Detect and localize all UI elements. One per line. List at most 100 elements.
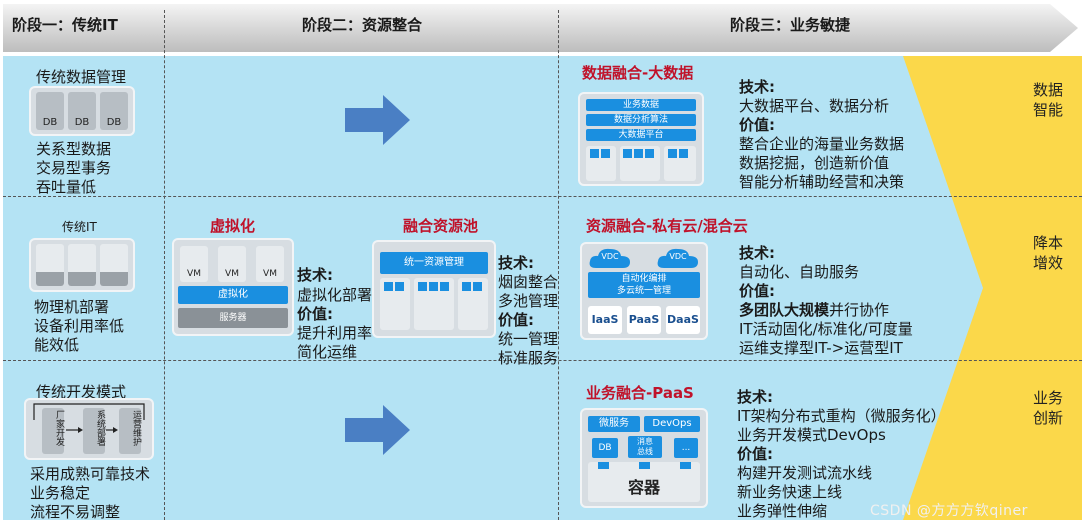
row3-right-title: 业务融合-PaaS xyxy=(586,384,694,402)
virt-value: 提升利用率 xyxy=(297,324,373,342)
row1-value-label: 价值: xyxy=(739,116,775,134)
row3-tech: IT架构分布式重构（微服务化） xyxy=(737,407,946,425)
bigdata-bar: 数据分析算法 xyxy=(586,114,696,126)
vdc-label: VDC xyxy=(669,252,687,261)
row3-value: 业务弹性伸缩 xyxy=(737,502,828,520)
server-block xyxy=(100,244,128,286)
virt-panel: VM VM VM 虚拟化 服务器 xyxy=(174,240,292,334)
virt-title: 虚拟化 xyxy=(210,217,256,235)
pool-square xyxy=(440,282,449,291)
server-panel xyxy=(31,240,133,290)
server-bar: 服务器 xyxy=(178,308,288,328)
row2-left-line: 设备利用率低 xyxy=(34,317,125,335)
flow-step-label: 厂家开发 xyxy=(54,410,64,446)
mq-line: 总线 xyxy=(637,447,653,456)
row2-left-line: 物理机部署 xyxy=(34,298,110,316)
db-cylinder: DB xyxy=(36,92,64,130)
divider-h1 xyxy=(3,196,1082,197)
stage1-label: 阶段一：传统IT xyxy=(12,16,118,34)
bigdata-bar: 大数据平台 xyxy=(586,129,696,141)
cloud-icon xyxy=(589,248,630,268)
row2-value: 多团队大规模并行协作 xyxy=(739,301,889,320)
watermark: CSDN @方方方钦qiner xyxy=(870,503,1028,519)
row3-value: 构建开发测试流水线 xyxy=(737,464,873,482)
virt-value-label: 价值: xyxy=(297,305,333,323)
node-square xyxy=(679,149,688,158)
right-arrow-icon xyxy=(345,95,410,145)
db-label: DB xyxy=(74,117,90,128)
virt-tech-label: 技术: xyxy=(297,266,333,284)
cloud-icon xyxy=(657,248,698,268)
side-text: 智能 xyxy=(1032,101,1063,119)
microservice-bar: 微服务 xyxy=(588,416,640,432)
row2-right-title: 资源融合-私有云/混合云 xyxy=(586,217,748,235)
pool-square xyxy=(462,282,471,291)
cloud-panel: VDC VDC 自动化编排 多云统一管理 IaaS PaaS DaaS xyxy=(582,244,706,338)
row3-value: 新业务快速上线 xyxy=(737,483,843,501)
virt-value: 简化运维 xyxy=(297,343,358,361)
pool-square xyxy=(384,282,393,291)
pool-tech: 多池管理 xyxy=(498,292,559,310)
bigdata-panel: 业务数据 数据分析算法 大数据平台 xyxy=(580,94,702,184)
node-square xyxy=(601,149,610,158)
row3-value-label: 价值: xyxy=(737,445,773,463)
stage3-label: 阶段三：业务敏捷 xyxy=(730,16,851,34)
row1-left-title: 传统数据管理 xyxy=(36,68,127,86)
pool-bar: 统一资源管理 xyxy=(380,252,488,274)
pool-tech: 烟囱整合 xyxy=(498,273,559,291)
daas-box: DaaS xyxy=(666,306,700,334)
side-text: 数据 xyxy=(1032,81,1063,99)
accent-wedge xyxy=(903,56,1082,520)
value-rest: 并行协作 xyxy=(829,301,890,319)
pool-value: 标准服务 xyxy=(498,349,559,367)
db-label: DB xyxy=(106,117,122,128)
vm-label: VM xyxy=(225,269,239,279)
paas-panel: 微服务 DevOps DB 消息 总线 ... 容器 xyxy=(582,410,706,506)
row3-left-title: 传统开发模式 xyxy=(36,383,127,401)
iaas-box: IaaS xyxy=(588,306,622,334)
row1-tech-label: 技术: xyxy=(739,78,775,96)
node-square xyxy=(645,149,654,158)
mq-box: 消息 总线 xyxy=(628,436,662,458)
flow-step: 系统部署 xyxy=(83,408,105,454)
right-arrow-icon xyxy=(345,405,410,455)
paas-box: PaaS xyxy=(627,306,661,334)
flow-step: 运营维护 xyxy=(119,408,141,454)
server-block xyxy=(36,244,64,286)
header-arrow xyxy=(3,4,1078,52)
db-cylinder: DB xyxy=(100,92,128,130)
content-band xyxy=(3,56,1013,520)
orch-line: 自动化编排 xyxy=(621,274,667,284)
side-text: 业务 xyxy=(1032,389,1063,407)
pool-value: 统一管理 xyxy=(498,330,559,348)
row2-side-label: 降本 增效 xyxy=(1028,233,1068,273)
virt-tech: 虚拟化部署 xyxy=(297,286,373,304)
row3-left-line: 采用成熟可靠技术 xyxy=(30,465,151,483)
pool-square xyxy=(395,282,404,291)
row1-value: 整合企业的海量业务数据 xyxy=(739,135,905,153)
pool-square xyxy=(429,282,438,291)
orch-line: 多云统一管理 xyxy=(616,286,671,296)
row1-value: 数据挖掘，创造新价值 xyxy=(739,154,890,172)
node-square xyxy=(590,149,599,158)
vm-block: VM xyxy=(218,246,246,282)
row2-value: 运维支撑型IT->运营型IT xyxy=(739,339,903,357)
row2-value: IT活动固化/标准化/可度量 xyxy=(739,320,913,338)
row3-tech: 业务开发模式DevOps xyxy=(737,426,886,444)
pool-title: 融合资源池 xyxy=(403,217,479,235)
flow-step-label: 运营维护 xyxy=(131,410,141,446)
side-text: 降本 xyxy=(1032,234,1063,252)
devflow-panel: 厂家开发 系统部署 运营维护 xyxy=(26,400,152,458)
node-square xyxy=(623,149,632,158)
value-bold: 多团队大规模 xyxy=(739,301,830,319)
side-text: 增效 xyxy=(1032,254,1063,272)
row1-tech: 大数据平台、数据分析 xyxy=(739,97,890,115)
orchestration-bar: 自动化编排 多云统一管理 xyxy=(588,272,700,298)
row1-left-line: 关系型数据 xyxy=(36,140,112,158)
divider-h2 xyxy=(3,360,1082,361)
pod-square xyxy=(639,462,650,469)
pool-square xyxy=(473,282,482,291)
node-square xyxy=(634,149,643,158)
flow-step-label: 系统部署 xyxy=(95,410,105,446)
vm-label: VM xyxy=(187,269,201,279)
